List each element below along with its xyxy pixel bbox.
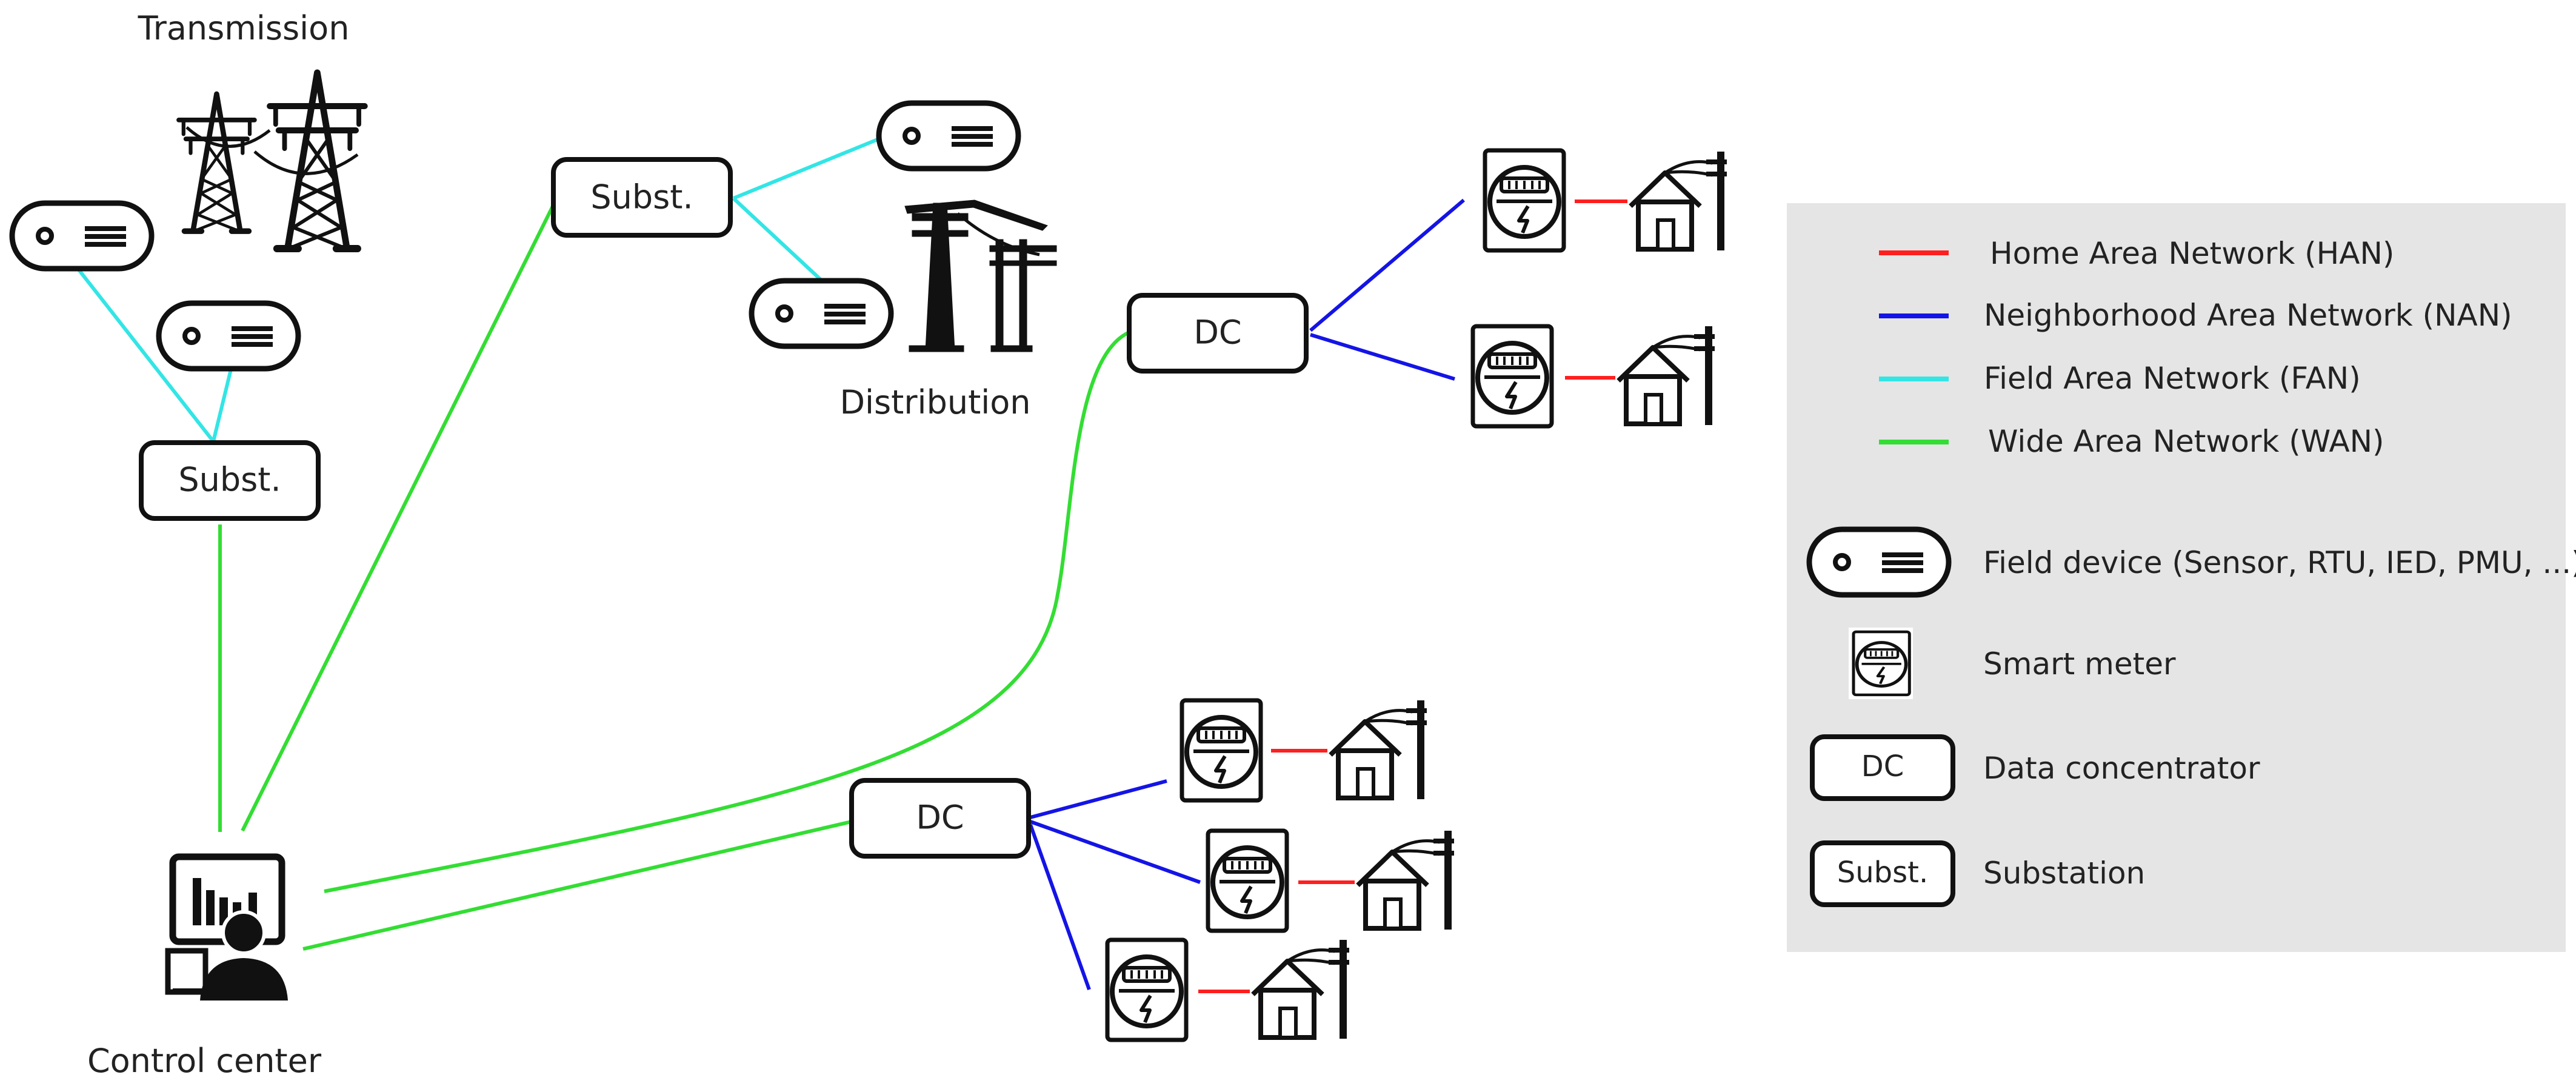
- nan-link-1: [1309, 198, 1465, 332]
- legend-substation-label: Substation: [1983, 856, 2145, 891]
- legend-dc-box-label: DC: [1861, 749, 1904, 783]
- smart-meter-icon: [1485, 150, 1564, 250]
- legend-smart-meter-label: Smart meter: [1983, 646, 2176, 682]
- fan-links: [77, 135, 886, 443]
- nan-link-3: [1030, 779, 1167, 819]
- smart-meter-icon: [1107, 940, 1186, 1040]
- dc-2-label: DC: [916, 799, 964, 837]
- smart-meter-icon: [1208, 831, 1287, 931]
- han-links: [1198, 199, 1627, 993]
- smart-meter-icon: [1182, 700, 1261, 800]
- field-device-icon: [1809, 529, 1949, 595]
- field-device-icon: [12, 203, 152, 269]
- legend-subst-box-label: Subst.: [1837, 856, 1928, 890]
- smart-meter-icon: [1473, 326, 1552, 426]
- house-with-pole-icon: [1618, 326, 1715, 425]
- legend-dc-symbol: DC: [1810, 734, 1955, 801]
- dc-1-label: DC: [1193, 313, 1241, 352]
- legend-fan-label: Field Area Network (FAN): [1984, 361, 2361, 396]
- distribution-pole-icon: [904, 199, 1057, 352]
- legend-han-label: Home Area Network (HAN): [1990, 236, 2394, 271]
- data-concentrator-node-2: DC: [849, 778, 1031, 859]
- wan-link-dc2-cc: [302, 820, 852, 951]
- wan-link-subst2-cc: [241, 205, 555, 832]
- field-device-icon: [159, 303, 298, 369]
- data-concentrator-node-1: DC: [1127, 293, 1309, 374]
- nan-link-4: [1029, 820, 1201, 884]
- smart-meter-icon: [1849, 628, 1913, 699]
- legend-substation-symbol: Subst.: [1810, 840, 1955, 907]
- legend-wan-label: Wide Area Network (WAN): [1988, 424, 2384, 459]
- field-device-icon: [879, 103, 1018, 169]
- house-with-pole-icon: [1330, 700, 1427, 799]
- fan-link-fd1: [77, 269, 215, 443]
- control-center-label: Control center: [87, 1042, 322, 1080]
- nan-links: [1029, 198, 1465, 991]
- house-with-pole-icon: [1253, 940, 1349, 1039]
- legend-dc-label: Data concentrator: [1983, 751, 2260, 786]
- nan-link-2: [1310, 333, 1455, 381]
- fan-link-fd3: [732, 135, 886, 200]
- substation-node-1: Subst.: [139, 440, 321, 521]
- house-with-pole-icon: [1630, 152, 1727, 250]
- house-with-pole-icon: [1358, 831, 1454, 930]
- fan-link-fd2: [212, 366, 233, 442]
- wan-link-dc1-cc: [324, 330, 1130, 893]
- transmission-label: Transmission: [138, 9, 350, 47]
- fan-link-fd4: [732, 196, 823, 282]
- control-center-operator-icon: [165, 853, 288, 1001]
- legend-nan-label: Neighborhood Area Network (NAN): [1984, 298, 2512, 333]
- legend-field-device-label: Field device (Sensor, RTU, IED, PMU, ...…: [1983, 545, 2576, 580]
- substation-node-2: Subst.: [551, 157, 733, 238]
- field-device-icon: [752, 281, 891, 346]
- substation-1-label: Subst.: [178, 461, 281, 499]
- distribution-label: Distribution: [839, 383, 1030, 421]
- legend: Home Area Network (HAN) Neighborhood Are…: [1787, 203, 2576, 952]
- nan-link-5: [1029, 823, 1091, 991]
- transmission-tower-icon: [179, 73, 365, 249]
- wan-links: [218, 205, 1130, 951]
- substation-2-label: Subst.: [590, 178, 693, 216]
